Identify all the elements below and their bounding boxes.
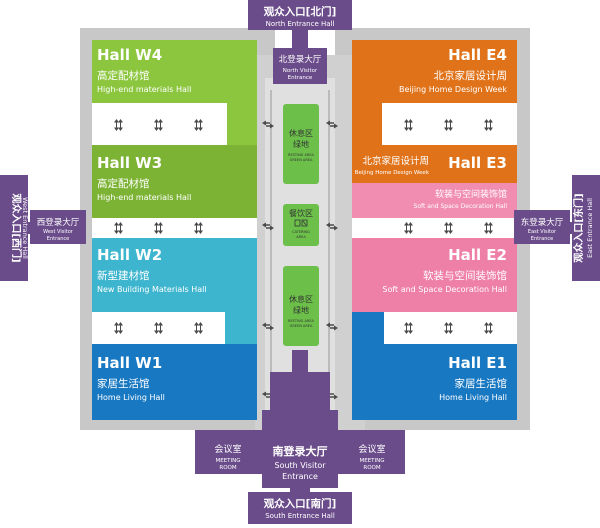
south-entrance[interactable] (248, 492, 352, 524)
resting-area-top[interactable] (283, 104, 319, 184)
hall-e4-cn: 北京家居设计周 (434, 69, 508, 82)
rest-bottom-cn2: 绿地 (293, 305, 309, 315)
hall-e3-en: Beijing Home Design Week (355, 170, 430, 176)
hall-w3-cn: 高定配材馆 (97, 177, 150, 190)
hall-e2-cn: 软装与空间装饰馆 (423, 269, 507, 282)
hall-w4-en: High-end materials Hall (97, 85, 191, 94)
catering-area[interactable] (283, 204, 319, 246)
south-vh-en1: South Visitor (274, 461, 326, 470)
east-visitor-hall[interactable] (514, 210, 570, 244)
hall-w3-title: Hall W3 (97, 154, 162, 172)
hall-e2-en: Soft and Space Decoration Hall (382, 285, 507, 294)
west-vh-cn: 西登录大厅 (37, 217, 80, 228)
east-vh-en1: East Visitor (528, 229, 557, 235)
meeting-room-right[interactable] (338, 430, 405, 474)
north-ent-title: 观众入口[北门] (264, 5, 337, 18)
hall-w1-cn: 家居生活馆 (97, 377, 150, 390)
rest-top-cn2: 绿地 (293, 139, 309, 149)
resting-area-bottom[interactable] (283, 266, 319, 346)
hall-e3-sub-en: Soft and Space Decoration Hall (414, 203, 508, 210)
hall-w2[interactable] (92, 238, 257, 312)
hall-w1-en: Home Living Hall (97, 393, 165, 402)
passage-w3-w2 (92, 218, 257, 238)
west-visitor-hall[interactable] (30, 210, 86, 244)
hall-e3-title: Hall E3 (448, 154, 507, 172)
hall-w2-cn: 新型建材馆 (97, 269, 150, 282)
west-entrance[interactable] (0, 175, 28, 281)
south-ent-title: 观众入口[南门] (264, 497, 337, 510)
catering-icon (294, 219, 308, 227)
east-ent-sub: East Entrance Hall (586, 198, 594, 258)
hall-e1-en: Home Living Hall (439, 393, 507, 402)
hall-e1-title: Hall E1 (448, 354, 507, 372)
south-visitor-hall[interactable] (262, 410, 338, 488)
rest-bottom-en2: GREEN AREA (290, 324, 313, 328)
hall-e2-title: Hall E2 (448, 246, 507, 264)
rest-bottom-en1: RESTING AREA (288, 319, 315, 323)
north-entrance[interactable] (248, 0, 352, 30)
north-visitor-hall[interactable] (273, 48, 327, 84)
hall-w4-title: Hall W4 (97, 46, 162, 64)
hall-e1-cn: 家居生活馆 (455, 377, 508, 390)
west-ent-title: 观众入口[西门] (10, 193, 23, 262)
east-vh-cn: 东登录大厅 (521, 217, 564, 228)
south-vh-en2: Entrance (282, 472, 318, 481)
east-entrance[interactable] (572, 175, 600, 281)
hall-w2-en: New Building Materials Hall (97, 285, 207, 294)
hall-e4-title: Hall E4 (448, 46, 507, 64)
north-vh-en2: Entrance (288, 75, 313, 81)
mr-left-en2: ROOM (219, 465, 236, 471)
north-ent-sub: North Entrance Hall (266, 20, 335, 28)
rest-top-en1: RESTING AREA (288, 153, 315, 157)
mr-right-cn: 会议室 (358, 443, 385, 455)
south-vh-cn: 南登录大厅 (273, 444, 328, 458)
hall-e4[interactable] (352, 40, 517, 103)
west-vh-en1: West Visitor (43, 229, 74, 235)
hall-w3[interactable] (92, 145, 257, 218)
hall-w4[interactable] (92, 40, 257, 103)
passage-e3-e2 (352, 218, 517, 238)
catering-cn: 餐饮区 (289, 208, 313, 218)
west-ent-sub: West Entrance Hall (21, 197, 29, 259)
east-vh-en2: Entrance (531, 236, 553, 242)
hall-e4-en: Beijing Home Design Week (399, 85, 507, 94)
hall-e3-sub-cn: 软装与空间装饰馆 (435, 188, 507, 200)
hall-w1[interactable] (92, 344, 257, 420)
hall-e2[interactable] (352, 238, 517, 312)
hall-w2-title: Hall W2 (97, 246, 162, 264)
hall-e1[interactable] (352, 344, 517, 420)
mr-left-cn: 会议室 (214, 443, 241, 455)
catering-en2: AREA (296, 235, 306, 239)
rest-top-cn1: 休息区 (289, 128, 313, 138)
mr-right-en2: ROOM (363, 465, 380, 471)
catering-en1: CATERING (292, 230, 310, 234)
hall-e3-cn: 北京家居设计周 (362, 155, 429, 167)
hall-w1-title: Hall W1 (97, 354, 162, 372)
east-ent-title: 观众入口[东门] (572, 193, 585, 262)
west-vh-en2: Entrance (47, 236, 69, 242)
mr-right-en1: MEETING (359, 458, 384, 464)
hall-w3-en: High-end materials Hall (97, 193, 191, 202)
meeting-room-left[interactable] (195, 430, 262, 474)
rest-bottom-cn1: 休息区 (289, 294, 313, 304)
south-ent-sub: South Entrance Hall (265, 512, 335, 520)
mr-left-en1: MEETING (215, 458, 240, 464)
hall-w4-cn: 高定配材馆 (97, 69, 150, 82)
rest-top-en2: GREEN AREA (290, 158, 313, 162)
north-vh-en1: North Visitor (283, 68, 318, 74)
north-vh-cn: 北登录大厅 (279, 54, 322, 65)
